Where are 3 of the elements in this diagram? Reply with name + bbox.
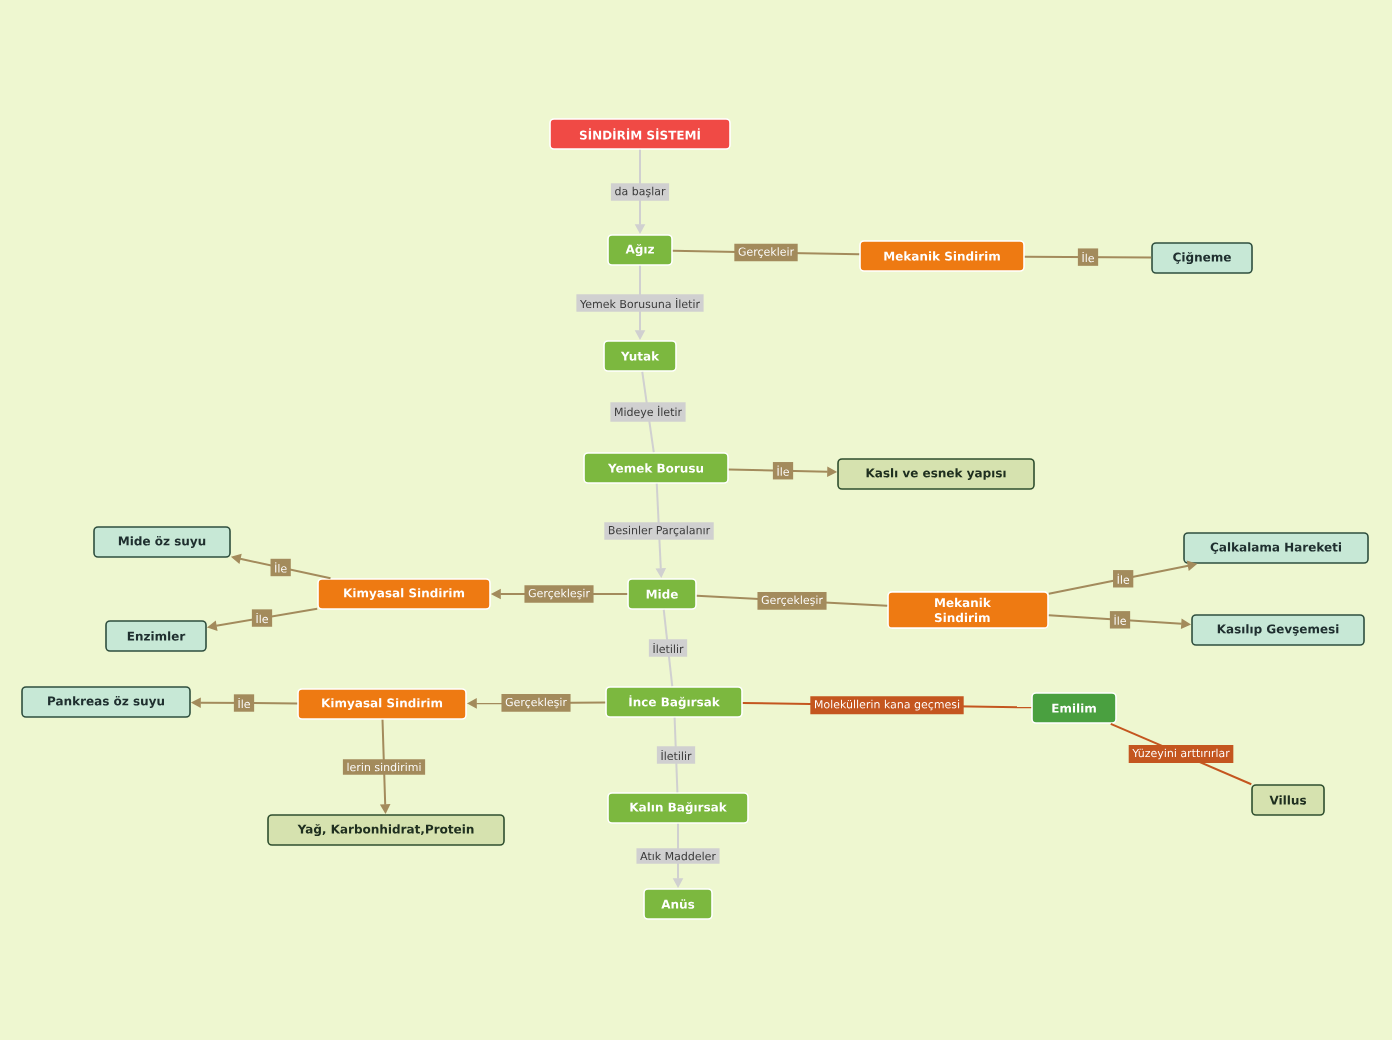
connector bbox=[662, 608, 674, 688]
connector bbox=[1023, 255, 1153, 259]
connector bbox=[673, 716, 679, 794]
